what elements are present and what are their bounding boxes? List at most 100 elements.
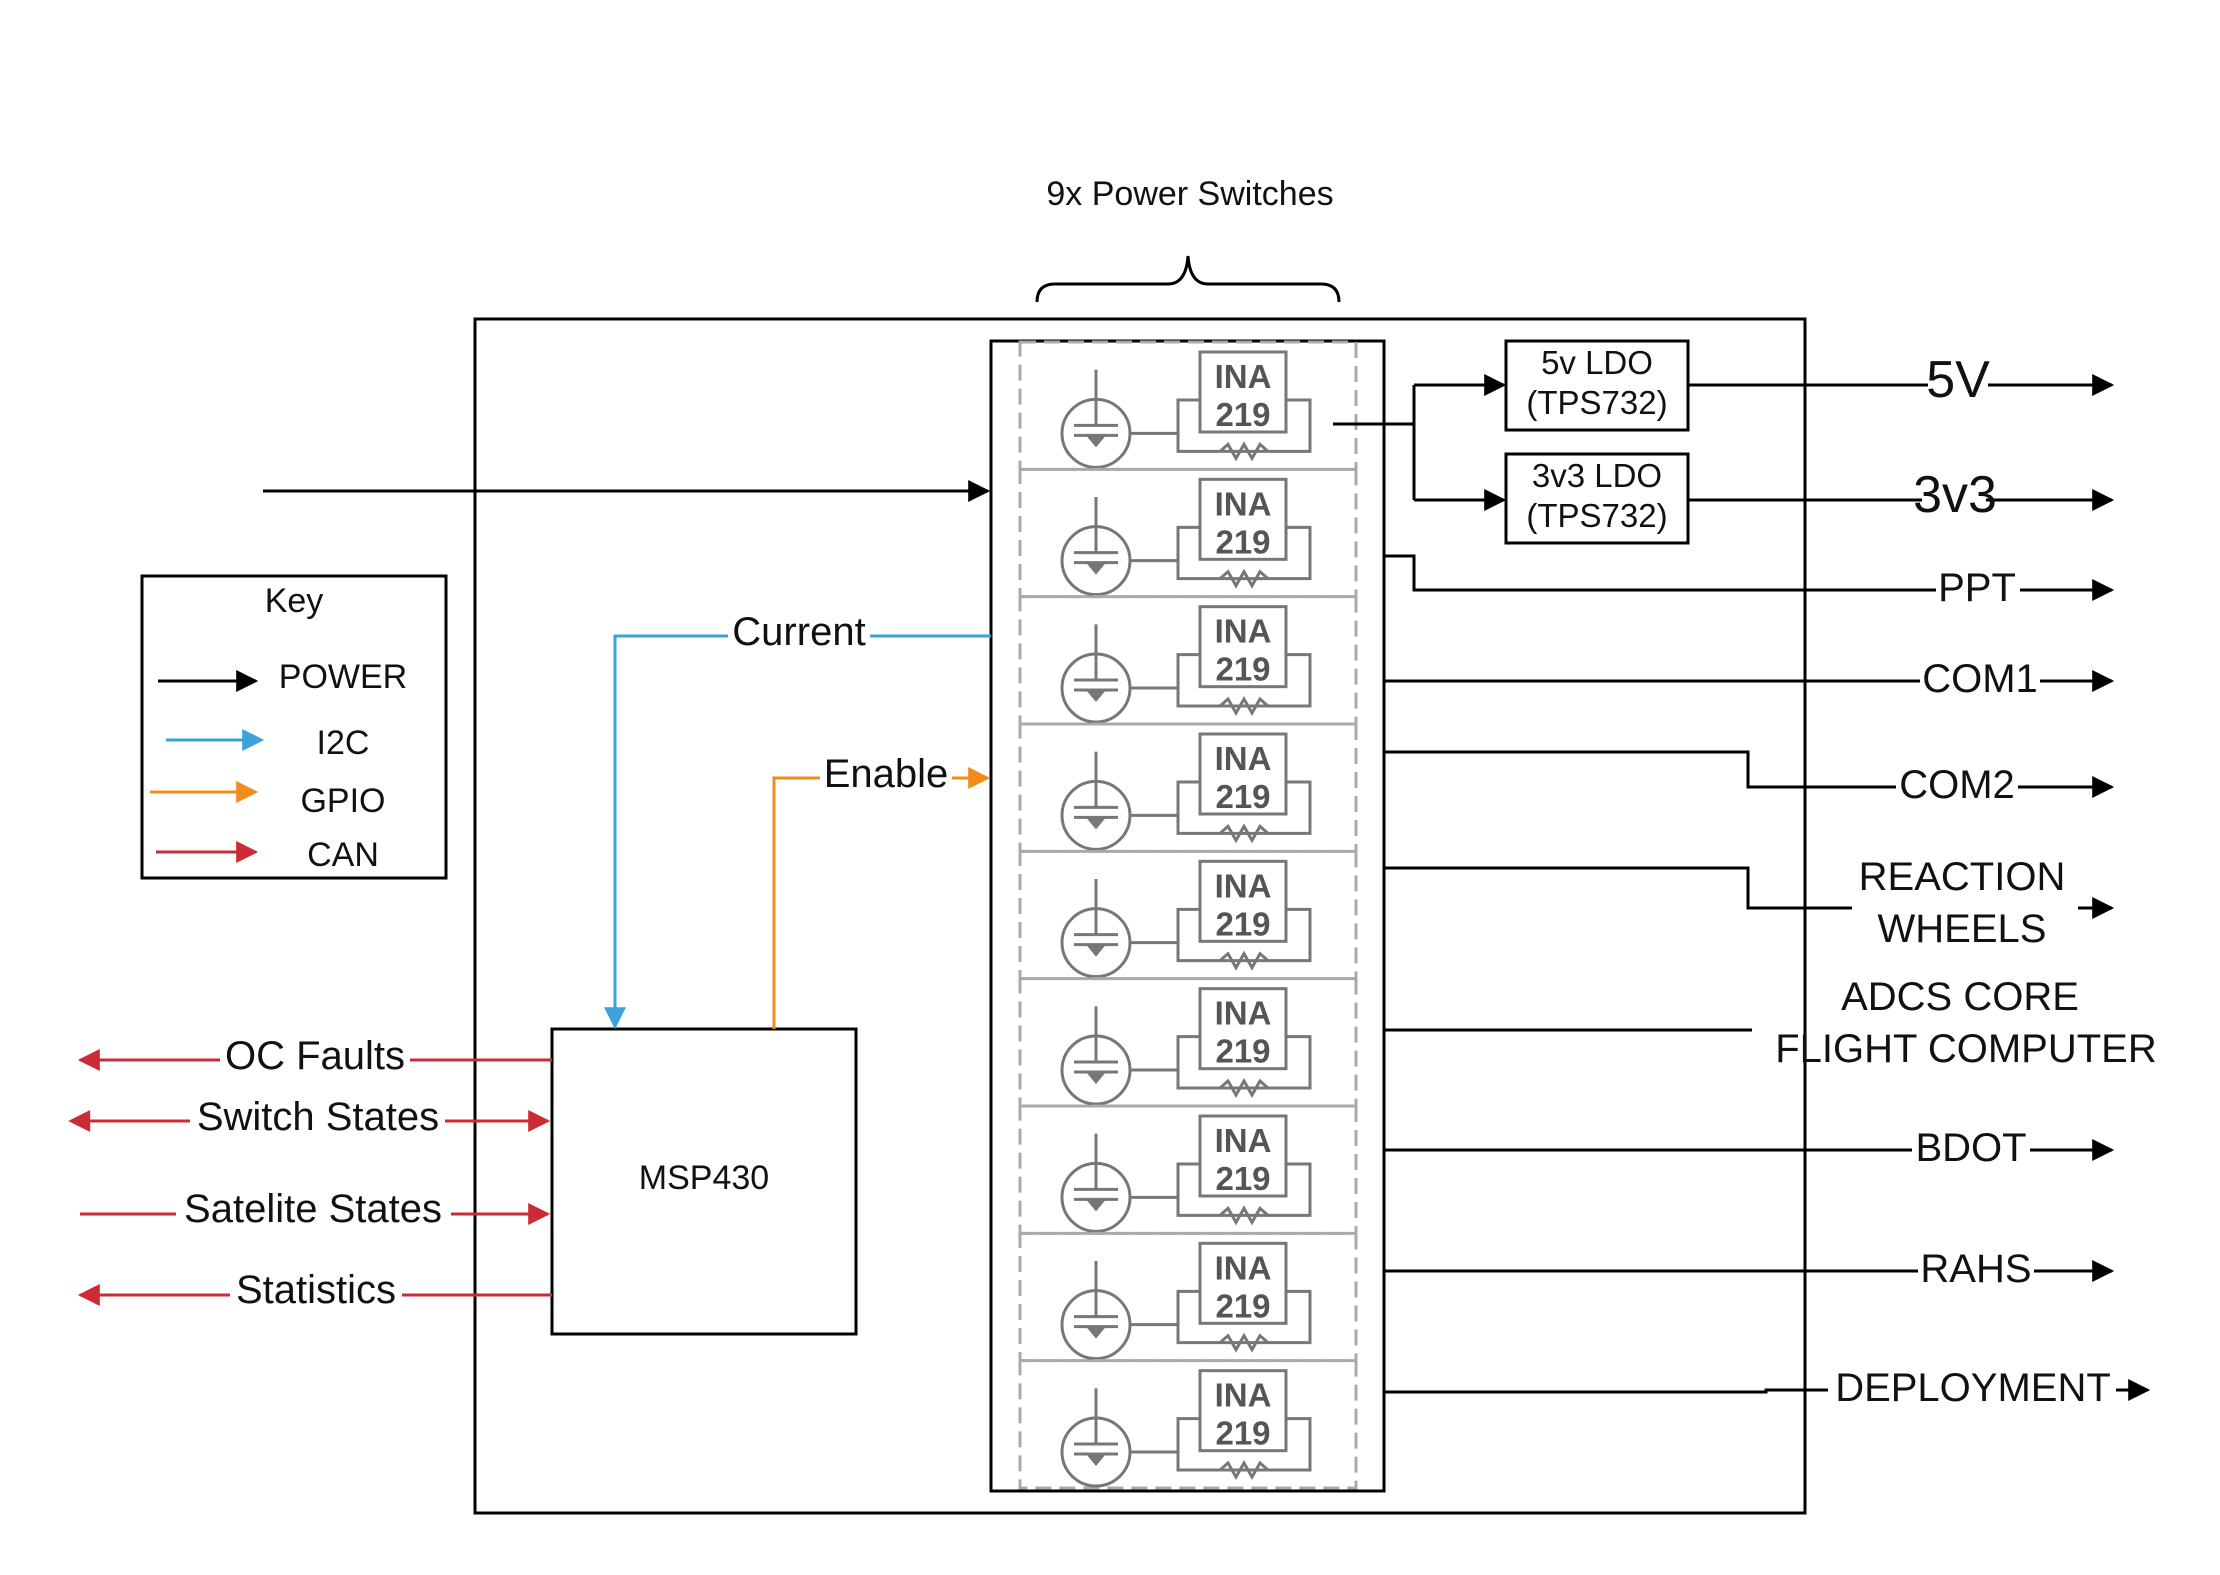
ina219-label-line1: INA <box>1215 1249 1272 1286</box>
output-label-rahs: RAHS <box>1920 1247 2031 1291</box>
key-can-label: CAN <box>307 836 379 874</box>
output-com2: COM2 <box>1384 750 2115 807</box>
shunt-resistor <box>1219 568 1269 589</box>
ina219-label-line2: 219 <box>1215 523 1270 560</box>
mosfet-icon <box>1060 624 1178 724</box>
shunt-resistor <box>1219 1205 1269 1226</box>
key-i2c-label: I2C <box>317 724 370 762</box>
ina219-box <box>1198 350 1288 434</box>
ina219-label-line2: 219 <box>1215 396 1270 433</box>
ina219-label-line1: INA <box>1215 358 1272 395</box>
ina219-box <box>1198 1369 1288 1453</box>
ina219-box <box>1198 732 1288 816</box>
mosfet-icon <box>1060 369 1178 469</box>
can-statistics: Statistics <box>77 1268 552 1319</box>
ina219-label-line1: INA <box>1215 740 1272 777</box>
ina219-label-line1: INA <box>1215 995 1272 1032</box>
ina219-label-line2: 219 <box>1215 1287 1270 1324</box>
output-ppt: PPT <box>1384 554 2115 610</box>
output-label-3v3: 3v3 <box>1913 466 1997 524</box>
msp430-label: MSP430 <box>639 1159 769 1197</box>
key-box <box>140 574 448 880</box>
shunt-resistor <box>1219 823 1269 844</box>
ldo-3v3: 3v3 LDO (TPS732) <box>1504 452 1690 545</box>
ina219-box <box>1198 605 1288 689</box>
ina219-label-line1: INA <box>1215 867 1272 904</box>
ina219-label-line2: 219 <box>1215 1160 1270 1197</box>
key-legend: Key POWER I2C GPIO CAN <box>140 574 448 880</box>
output-adcs-core: ADCS CORE FLIGHT COMPUTER <box>1384 975 2157 1071</box>
current-label: Current <box>732 610 865 654</box>
enable-gpio-line <box>772 767 991 1029</box>
shunt-resistor <box>1219 1077 1269 1099</box>
mosfet-icon <box>1060 1388 1178 1488</box>
msp430-box <box>550 1027 858 1336</box>
output-label-com1: COM1 <box>1922 657 2038 701</box>
ina219-label-line2: 219 <box>1215 778 1270 815</box>
ina219-label-line1: INA <box>1215 485 1272 522</box>
can-label-satelite-states: Satelite States <box>184 1187 442 1231</box>
output-bdot: BDOT <box>1384 1126 2115 1170</box>
output-reaction-wheels: REACTION WHEELS <box>1384 855 2115 951</box>
power-switches-brace <box>1035 255 1341 303</box>
ina219-label-line1: INA <box>1215 613 1272 650</box>
mosfet-icon <box>1060 1133 1178 1233</box>
power-switches-title: 9x Power Switches <box>1046 175 1333 213</box>
mosfet-icon <box>1060 879 1178 979</box>
key-gpio-label: GPIO <box>300 782 385 820</box>
output-label-bdot: BDOT <box>1915 1126 2026 1170</box>
output-label-reaction: REACTION <box>1859 855 2066 899</box>
ina219-label-line2: 219 <box>1215 905 1270 942</box>
can-switch-states: Switch States <box>68 1095 551 1145</box>
shunt-resistor <box>1219 695 1269 717</box>
can-satelite-states: Satelite States <box>80 1187 551 1238</box>
shunt-resistor <box>1219 950 1269 971</box>
switch-bank <box>989 339 1386 1493</box>
mosfet-icon <box>1060 1006 1178 1106</box>
output-label-wheels: WHEELS <box>1878 907 2047 951</box>
shunt-resistor <box>1219 441 1269 462</box>
ldo-5v-name: 5v LDO <box>1541 344 1653 381</box>
switch-cells: INA219INA219INA219INA219INA219INA219INA2… <box>1018 340 1358 1490</box>
output-label-com2: COM2 <box>1899 763 2015 807</box>
mosfet-icon <box>1060 1261 1178 1361</box>
ina219-box <box>1198 477 1288 561</box>
can-oc-faults: OC Faults <box>77 1034 552 1084</box>
ldo-5v: 5v LDO (TPS732) <box>1504 339 1690 432</box>
ldo-5v-part: (TPS732) <box>1526 384 1667 421</box>
output-com1: COM1 <box>1384 657 2115 701</box>
eps-board-boundary <box>473 317 1807 1515</box>
output-label-deployment: DEPLOYMENT <box>1835 1366 2111 1410</box>
ina219-label-line1: INA <box>1215 1377 1272 1414</box>
output-3v3: 3v3 <box>1688 466 2115 524</box>
ina219-label-line2: 219 <box>1215 1415 1270 1452</box>
ina219-label-line1: INA <box>1215 1122 1272 1159</box>
ina219-box <box>1198 987 1288 1071</box>
enable-label: Enable <box>824 752 949 796</box>
ina219-box <box>1198 1114 1288 1198</box>
output-deployment: DEPLOYMENT <box>1384 1366 2151 1410</box>
output-5v: 5V <box>1688 351 2115 409</box>
ldo-3v3-part: (TPS732) <box>1526 497 1667 534</box>
can-label-statistics: Statistics <box>236 1268 396 1312</box>
can-label-oc-faults: OC Faults <box>225 1034 405 1078</box>
mosfet-icon <box>1060 751 1178 851</box>
ina219-box <box>1198 859 1288 943</box>
output-label-ppt: PPT <box>1938 566 2016 610</box>
ina219-box <box>1198 1241 1288 1325</box>
mosfet-icon <box>1060 497 1178 597</box>
shunt-resistor <box>1219 1332 1269 1353</box>
ina219-label-line2: 219 <box>1215 1033 1270 1070</box>
ina219-label-line2: 219 <box>1215 651 1270 688</box>
key-power-label: POWER <box>279 658 407 696</box>
output-label-adcs: ADCS CORE <box>1841 975 2079 1019</box>
current-i2c-line <box>604 634 991 1030</box>
